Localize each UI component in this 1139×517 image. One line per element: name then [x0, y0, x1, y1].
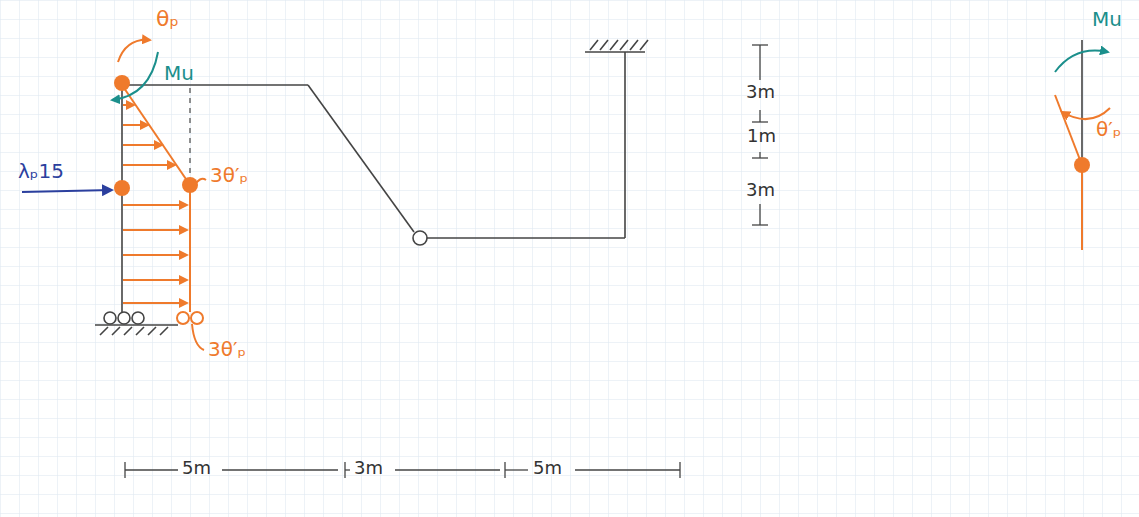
dimension-label: 5m — [182, 458, 211, 479]
rotation-label: θ′ₚ — [1096, 118, 1121, 141]
dimension-label: 1m — [747, 126, 776, 147]
frame — [95, 40, 648, 335]
displacement-label: 3θ′ₚ — [208, 338, 246, 361]
displacement-label: 3θ′ₚ — [210, 164, 248, 187]
plastic-hinge — [114, 75, 198, 196]
mechanism-deformed-shape — [118, 40, 206, 350]
dimension-label: 3m — [354, 458, 383, 479]
moment-label: Mu — [1092, 8, 1122, 31]
load-label: λₚ15 — [18, 160, 64, 183]
dimension-label: 3m — [746, 82, 775, 103]
rotation-label: θₚ — [156, 6, 179, 31]
dimension-lines — [125, 45, 768, 478]
hinge-detail — [1055, 40, 1110, 250]
dimension-label: 5m — [533, 458, 562, 479]
moment-arrow — [112, 52, 158, 100]
load-arrow — [22, 190, 112, 192]
dimension-label: 3m — [746, 180, 775, 201]
moment-label: Mu — [164, 62, 194, 85]
reference-line — [189, 88, 190, 182]
